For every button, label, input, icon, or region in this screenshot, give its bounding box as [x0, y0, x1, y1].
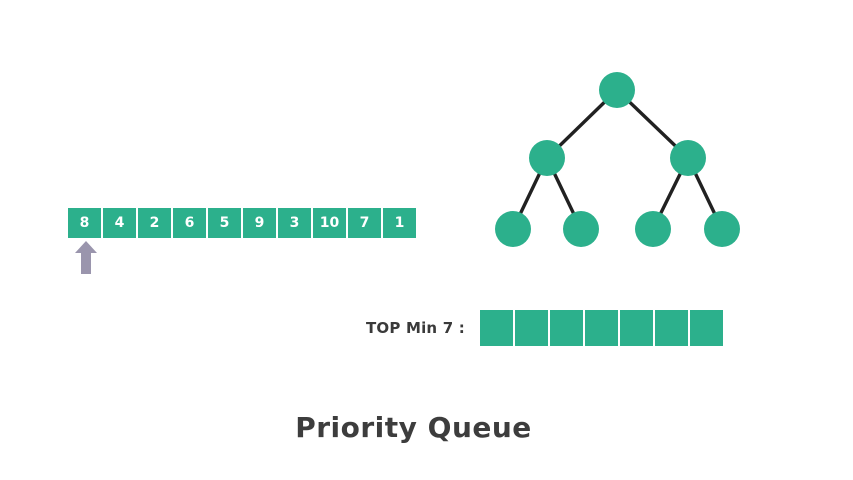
top-min-cell[interactable]	[480, 310, 513, 346]
tree-node[interactable]	[529, 140, 565, 176]
heap-array-cell[interactable]: 7	[348, 208, 381, 238]
tree-node[interactable]	[599, 72, 635, 108]
tree-node[interactable]	[563, 211, 599, 247]
array-pointer	[74, 241, 98, 274]
tree-node[interactable]	[670, 140, 706, 176]
top-min-cell[interactable]	[690, 310, 723, 346]
top-min-cell[interactable]	[515, 310, 548, 346]
heap-array-cell[interactable]: 10	[313, 208, 346, 238]
top-min-cell[interactable]	[620, 310, 653, 346]
tree-node[interactable]	[704, 211, 740, 247]
top-min-row: TOP Min 7 :	[300, 310, 744, 346]
tree-node[interactable]	[495, 211, 531, 247]
top-min-array	[480, 310, 723, 346]
tree-node[interactable]	[635, 211, 671, 247]
heap-tree-graph	[495, 72, 740, 247]
heap-array-cell[interactable]: 2	[138, 208, 171, 238]
top-min-cell[interactable]	[550, 310, 583, 346]
top-min-label: TOP Min 7 :	[365, 319, 465, 337]
up-arrow-icon	[75, 241, 97, 274]
heap-array-cell[interactable]: 8	[68, 208, 101, 238]
heap-array-cell[interactable]: 6	[173, 208, 206, 238]
heap-array-cell[interactable]: 3	[278, 208, 311, 238]
top-min-cell[interactable]	[585, 310, 618, 346]
heap-array-cell[interactable]: 9	[243, 208, 276, 238]
heap-array-cell[interactable]: 5	[208, 208, 241, 238]
top-min-cell[interactable]	[655, 310, 688, 346]
heap-tree	[480, 60, 770, 270]
heap-array-cell[interactable]: 1	[383, 208, 416, 238]
heap-array-cell[interactable]: 4	[103, 208, 136, 238]
page-title: Priority Queue	[295, 411, 532, 444]
